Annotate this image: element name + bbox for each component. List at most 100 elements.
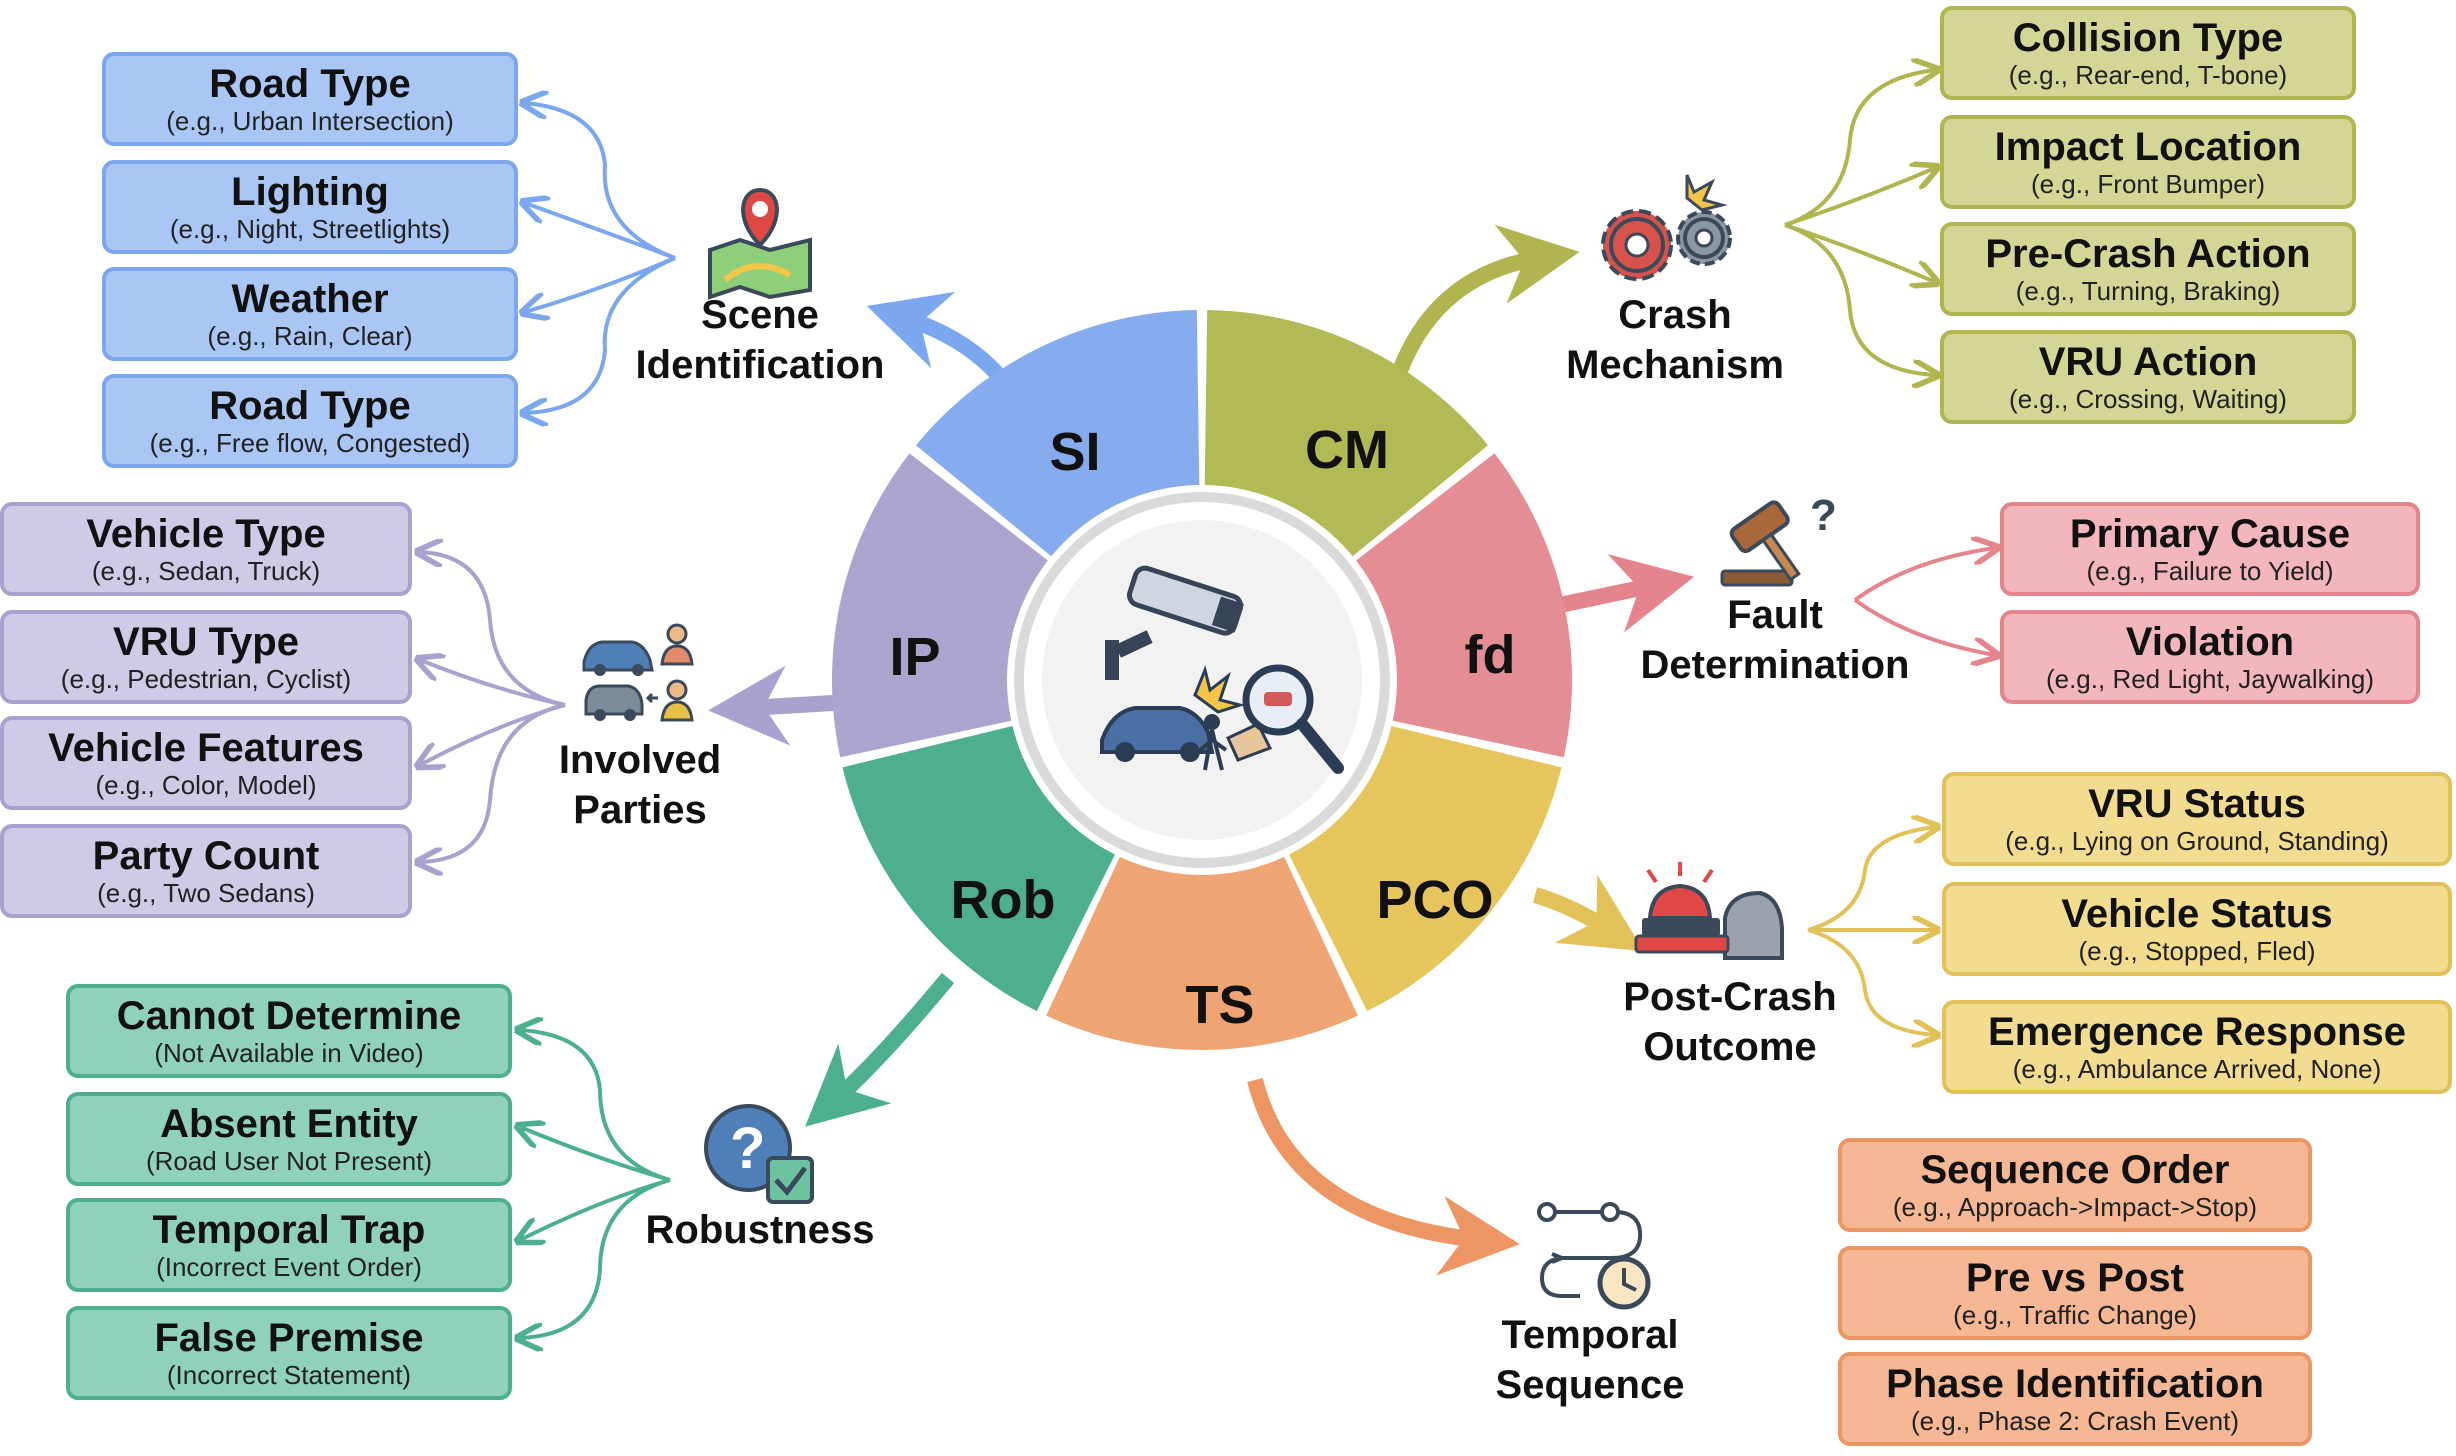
arrow-ip xyxy=(708,665,834,746)
item-example: (e.g., Red Light, Jaywalking) xyxy=(2045,664,2375,694)
item-example: (e.g., Night, Streetlights) xyxy=(169,214,451,244)
item-example: (e.g., Free flow, Congested) xyxy=(149,428,471,458)
cm-item-vru-action: VRU Action (e.g., Crossing, Waiting) xyxy=(1940,330,2356,424)
item-example: (e.g., Failure to Yield) xyxy=(2086,556,2334,586)
item-example: (e.g., Rain, Clear) xyxy=(207,321,413,351)
arrow-ts xyxy=(1247,1078,1520,1276)
traffic-camera-crash-magnifier-icon xyxy=(1100,565,1344,774)
cm-item-pre-crash-action: Pre-Crash Action (e.g., Turning, Braking… xyxy=(1940,222,2356,316)
svg-text:?: ? xyxy=(1810,491,1837,540)
wheel-segment-rob xyxy=(842,726,1115,1012)
item-title: Pre vs Post xyxy=(1966,1256,2184,1300)
item-title: Pre-Crash Action xyxy=(1985,232,2311,276)
item-title: VRU Type xyxy=(113,620,299,664)
cm-item-impact-location: Impact Location (e.g., Front Bumper) xyxy=(1940,115,2356,209)
label-line2: Determination xyxy=(1640,643,1910,687)
item-title: Road Type xyxy=(209,62,411,106)
item-example: (Road User Not Present) xyxy=(145,1146,433,1176)
rob-item-absent-entity: Absent Entity (Road User Not Present) xyxy=(66,1092,512,1186)
wheel-segment-ip xyxy=(832,453,1048,758)
item-title: VRU Status xyxy=(2088,782,2306,826)
item-title: Party Count xyxy=(92,834,320,878)
rob-item-false-premise: False Premise (Incorrect Statement) xyxy=(66,1306,512,1400)
item-title: Absent Entity xyxy=(160,1102,418,1146)
arrow-rob xyxy=(805,972,955,1127)
item-example: (Incorrect Statement) xyxy=(166,1360,412,1390)
arrow-fd xyxy=(1558,554,1695,633)
item-example: (Not Available in Video) xyxy=(154,1038,424,1068)
rob-item-temporal-trap: Temporal Trap (Incorrect Event Order) xyxy=(66,1198,512,1292)
question-check-icon: ? xyxy=(704,1104,814,1204)
category-label-scene-identification: Scene Identification xyxy=(620,290,900,390)
item-title: Weather xyxy=(231,277,389,321)
category-label-temporal-sequence: Temporal Sequence xyxy=(1460,1310,1720,1410)
item-example: (e.g., Phase 2: Crash Event) xyxy=(1910,1406,2240,1436)
item-example: (e.g., Approach->Impact->Stop) xyxy=(1892,1192,2258,1222)
label-line1: Scene xyxy=(701,293,819,337)
item-example: (e.g., Rear-end, T-bone) xyxy=(2008,60,2288,90)
item-example: (e.g., Traffic Change) xyxy=(1953,1300,2197,1330)
label-line2: Outcome xyxy=(1643,1025,1817,1069)
item-title: Violation xyxy=(2125,620,2295,664)
item-title: Vehicle Status xyxy=(2061,892,2333,936)
fd-item-violation: Violation (e.g., Red Light, Jaywalking) xyxy=(2000,610,2420,704)
label-line2: Parties xyxy=(573,788,707,832)
item-title: Primary Cause xyxy=(2069,512,2351,556)
label-line1: Involved xyxy=(558,738,722,782)
svg-text:?: ? xyxy=(730,1116,765,1181)
item-title: Vehicle Features xyxy=(48,726,364,770)
label-line2: Mechanism xyxy=(1566,343,1784,387)
gavel-icon: ? xyxy=(1720,491,1837,587)
item-example: (e.g., Pedestrian, Cyclist) xyxy=(60,664,352,694)
item-example: (e.g., Front Bumper) xyxy=(2030,169,2266,199)
item-example: (e.g., Stopped, Fled) xyxy=(2078,936,2316,966)
item-title: Impact Location xyxy=(1994,125,2302,169)
pco-item-emergence-response: Emergence Response (e.g., Ambulance Arri… xyxy=(1942,1000,2452,1094)
scene-item-weather: Weather (e.g., Rain, Clear) xyxy=(102,267,518,361)
label-line1: Robustness xyxy=(645,1208,875,1252)
timeline-clock-icon xyxy=(1537,1202,1651,1310)
arrow-cm xyxy=(1387,224,1580,388)
ip-item-party-count: Party Count (e.g., Two Sedans) xyxy=(0,824,412,918)
ip-item-vehicle-type: Vehicle Type (e.g., Sedan, Truck) xyxy=(0,502,412,596)
item-example: (e.g., Sedan, Truck) xyxy=(91,556,321,586)
ts-item-phase-identification: Phase Identification (e.g., Phase 2: Cra… xyxy=(1838,1352,2312,1446)
pco-item-vehicle-status: Vehicle Status (e.g., Stopped, Fled) xyxy=(1942,882,2452,976)
item-title: Road Type xyxy=(209,384,411,428)
category-label-fault-determination: Fault Determination xyxy=(1620,590,1930,690)
ip-item-vru-type: VRU Type (e.g., Pedestrian, Cyclist) xyxy=(0,610,412,704)
item-example: (Incorrect Event Order) xyxy=(156,1252,422,1282)
item-title: Sequence Order xyxy=(1920,1148,2230,1192)
item-title: Cannot Determine xyxy=(116,994,462,1038)
scene-item-road-type: Road Type (e.g., Urban Intersection) xyxy=(102,52,518,146)
cars-people-icon xyxy=(582,623,694,722)
item-title: Emergence Response xyxy=(1988,1010,2406,1054)
wheel-segment-label-cm: CM xyxy=(1305,420,1389,480)
label-line1: Fault xyxy=(1727,593,1823,637)
item-title: Temporal Trap xyxy=(152,1208,426,1252)
category-label-post-crash-outcome: Post-Crash Outcome xyxy=(1590,972,1870,1072)
item-example: (e.g., Turning, Braking) xyxy=(2015,276,2281,306)
item-example: (e.g., Color, Model) xyxy=(95,770,317,800)
item-title: Phase Identification xyxy=(1886,1362,2264,1406)
category-label-crash-mechanism: Crash Mechanism xyxy=(1540,290,1810,390)
map-pin-icon xyxy=(708,187,812,300)
cm-item-collision-type: Collision Type (e.g., Rear-end, T-bone) xyxy=(1940,6,2356,100)
arrow-pco xyxy=(1532,874,1644,952)
wheel-segment-label-pco: PCO xyxy=(1376,870,1494,930)
gears-icon xyxy=(1601,174,1732,281)
wheel-segment-pco xyxy=(1289,726,1562,1012)
category-label-robustness: Robustness xyxy=(630,1205,890,1255)
label-line1: Crash xyxy=(1618,293,1732,337)
scene-item-traffic-flow: Road Type (e.g., Free flow, Congested) xyxy=(102,374,518,468)
pco-item-vru-status: VRU Status (e.g., Lying on Ground, Stand… xyxy=(1942,772,2452,866)
rob-item-cannot-determine: Cannot Determine (Not Available in Video… xyxy=(66,984,512,1078)
wheel-segment-label-si: SI xyxy=(1049,422,1101,482)
ip-item-vehicle-features: Vehicle Features (e.g., Color, Model) xyxy=(0,716,412,810)
item-title: VRU Action xyxy=(2038,340,2258,384)
wheel-segment-cm xyxy=(1204,310,1489,557)
wheel-segment-label-ip: IP xyxy=(889,627,941,687)
item-example: (e.g., Lying on Ground, Standing) xyxy=(2005,826,2389,856)
